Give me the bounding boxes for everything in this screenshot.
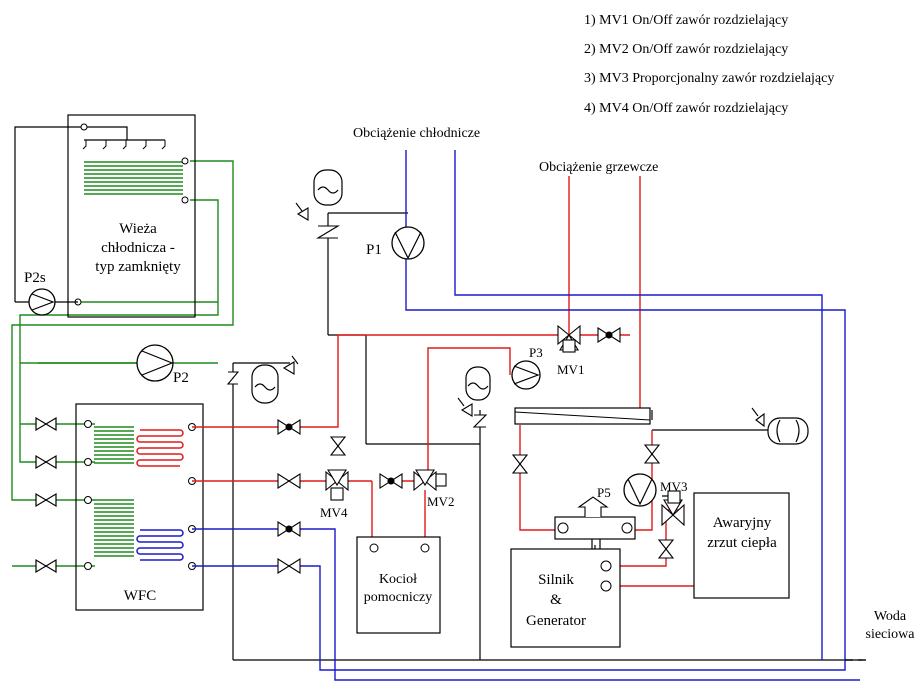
emergency-heat-dump: Awaryjny zrzut ciepła bbox=[693, 492, 790, 599]
valve-mv2-label: MV2 bbox=[427, 494, 454, 509]
tower-label-2: chłodnicza - bbox=[101, 240, 175, 256]
pipe-valves bbox=[277, 326, 675, 575]
legend-item-mv1: 1) MV1 On/Off zawór rozdzielający bbox=[584, 13, 788, 28]
cooling-pipes bbox=[192, 150, 860, 681]
pump-p5-label: P5 bbox=[597, 485, 611, 500]
valve-mv1: MV1 bbox=[557, 324, 584, 377]
wfc-inlet-valves bbox=[35, 416, 57, 574]
expansion-tanks bbox=[251, 169, 809, 445]
cooling-tower: Wieża chłodnicza - typ zamknięty bbox=[14, 114, 196, 318]
engine-label-2: & bbox=[550, 592, 562, 608]
valve-mv4: MV4 bbox=[320, 469, 349, 520]
engine-label-3: Generator bbox=[526, 613, 586, 629]
pump-p2: P2 bbox=[136, 344, 189, 386]
boiler-label-2: pomocniczy bbox=[364, 590, 432, 605]
engine-heat-exchanger bbox=[514, 407, 651, 425]
pump-p3: P3 bbox=[511, 345, 543, 390]
wfc-exchanger: WFC bbox=[75, 403, 204, 611]
pump-p2-label: P2 bbox=[173, 370, 189, 386]
valve-mv3: MV3 bbox=[660, 479, 687, 527]
pump-p2s-label: P2s bbox=[24, 270, 46, 286]
valve-legend: 1) MV1 On/Off zawór rozdzielający 2) MV2… bbox=[584, 13, 834, 116]
dump-label-1: Awaryjny bbox=[713, 515, 772, 531]
valve-mv4-label: MV4 bbox=[320, 505, 348, 520]
pump-p2s: P2s bbox=[15, 270, 78, 316]
tower-coil bbox=[84, 161, 183, 195]
pump-p3-label: P3 bbox=[529, 345, 543, 360]
water-mains-label-1: Woda bbox=[874, 609, 907, 624]
valve-mv1-label: MV1 bbox=[557, 362, 584, 377]
auxiliary-boiler: Kocioł pomocniczy bbox=[356, 536, 441, 634]
valve-mv2: MV2 bbox=[413, 469, 454, 509]
tower-label-1: Wieża bbox=[119, 221, 157, 237]
engine-label-1: Silnik bbox=[538, 572, 574, 588]
valve-mv3-label: MV3 bbox=[660, 479, 687, 494]
wfc-label: WFC bbox=[124, 588, 157, 604]
pump-p1: P1 bbox=[366, 226, 425, 260]
legend-item-mv2: 2) MV2 On/Off zawór rozdzielający bbox=[584, 42, 788, 57]
heating-load-label: Obciążenie grzewcze bbox=[539, 160, 658, 175]
cooling-load-label: Obciążenie chłodnicze bbox=[353, 126, 480, 141]
pump-p1-label: P1 bbox=[366, 242, 382, 258]
pump-p5: P5 bbox=[597, 473, 657, 507]
legend-item-mv4: 4) MV4 On/Off zawór rozdzielający bbox=[584, 101, 788, 116]
engine-generator: Silnik & Generator bbox=[510, 496, 636, 648]
legend-item-mv3: 3) MV3 Proporcjonalny zawór rozdzielając… bbox=[584, 71, 834, 86]
tower-label-3: typ zamknięty bbox=[95, 259, 181, 275]
safety-valves bbox=[226, 202, 765, 428]
dump-label-2: zrzut ciepła bbox=[707, 535, 777, 551]
water-mains-label-2: sieciowa bbox=[866, 627, 916, 642]
boiler-label-1: Kocioł bbox=[379, 572, 417, 587]
